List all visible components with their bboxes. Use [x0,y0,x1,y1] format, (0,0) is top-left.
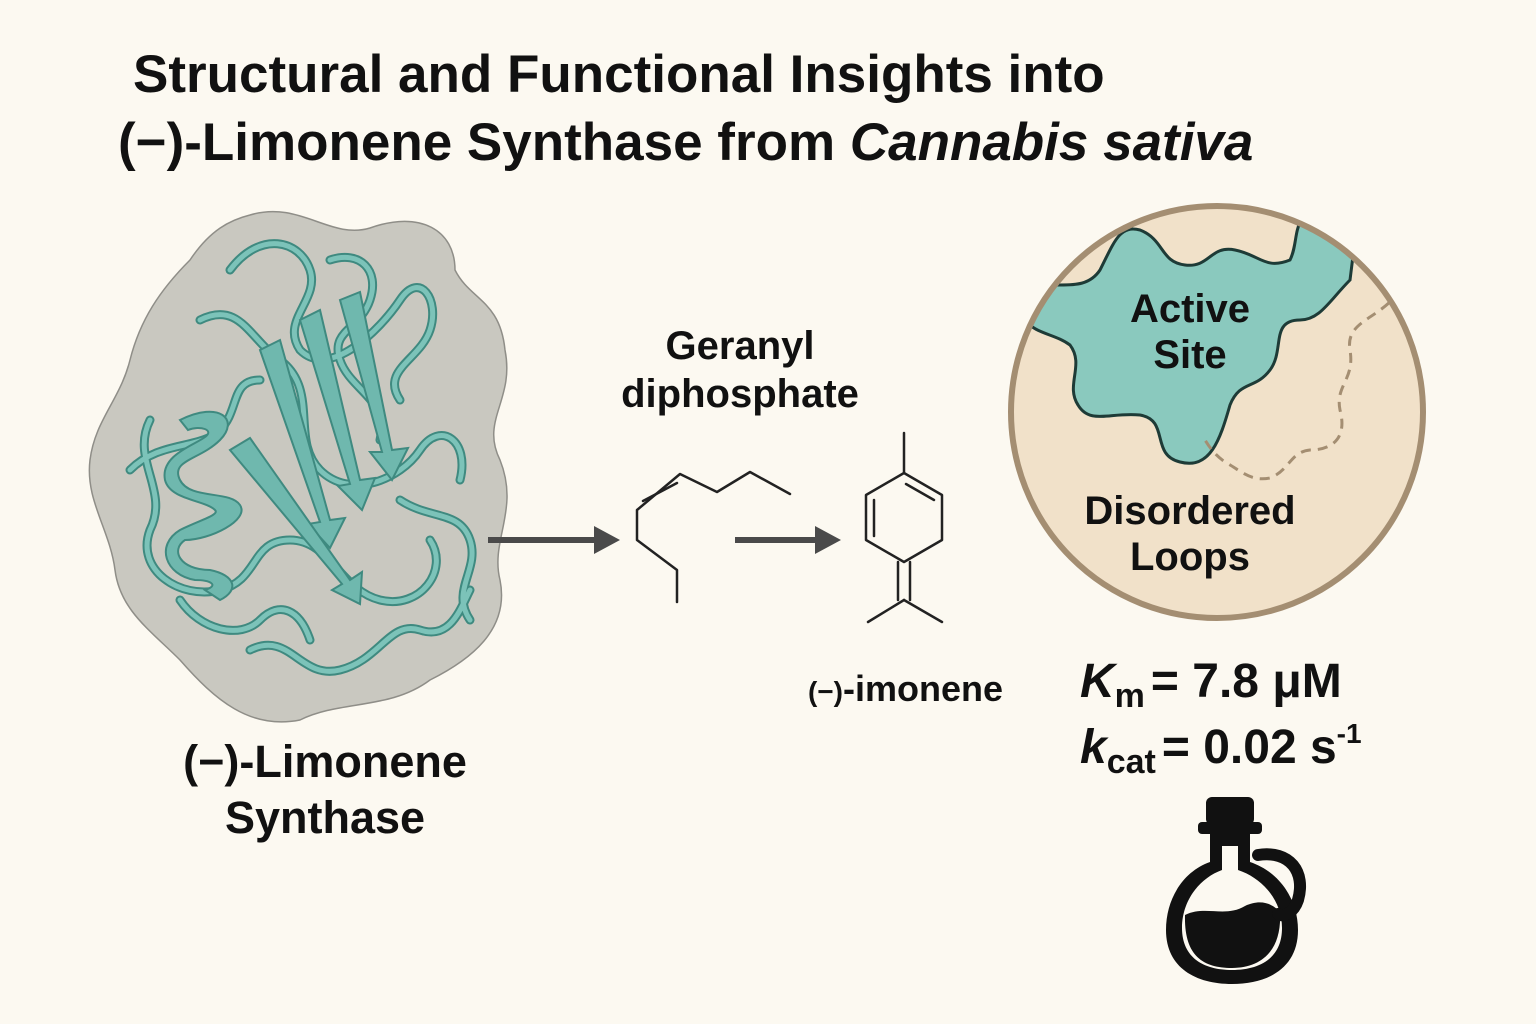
active-site-label-line-1: Active [1129,287,1251,331]
substrate-structure [635,470,792,604]
protein-loops [127,241,475,674]
kcat-number: = 0.02 s [1161,721,1337,774]
disordered-loops-label-line-2: Loops [1130,535,1250,579]
substrate-label-line-1: Geranyl [665,324,815,368]
title-line-1: Structural and Functional Insights into [133,45,1105,104]
km-symbol: K [1080,655,1115,708]
kcat-subscript: cat [1106,743,1156,781]
zoom-circle-border [1008,203,1426,621]
protein-label: (−)-Limonene Synthase [120,734,530,846]
product-label-text: -imonene [843,668,1004,709]
product-label: (−)-imonene [808,668,1003,710]
protein-label-line-2: Synthase [224,792,426,843]
substrate-label: Geranyl diphosphate [590,322,890,418]
active-site-zoom [1008,203,1426,621]
kcat-value: kcat= 0.02 s-1 [1080,718,1362,782]
protein-label-line-1: (−)-Limonene [183,736,467,787]
title-species: Cannabis sativa [849,113,1254,172]
kcat-symbol: k [1080,721,1107,774]
disordered-loops-label-line-1: Disordered [1084,489,1296,533]
title-line-2: (−)-Limonene Synthase from Cannabis sati… [118,112,1536,173]
substrate-label-line-2: diphosphate [621,372,859,416]
active-site-label: Active Site [1080,286,1300,378]
arrow-right-icon [488,526,620,554]
product-structure [864,431,944,624]
arrow-right-icon [735,526,841,554]
km-value: Km= 7.8 μM [1080,654,1342,716]
active-site-label-line-2: Site [1153,333,1227,377]
protein-helix [163,410,243,602]
title-prefix: (−)-Limonene Synthase from [118,113,850,172]
km-subscript: m [1114,677,1145,715]
oil-bottle-icon [1166,797,1306,984]
active-site-pocket [1018,206,1362,465]
protein-structure [88,210,508,723]
protein-beta-strands [228,290,410,606]
kcat-exponent: -1 [1336,718,1362,749]
disordered-loops-label: Disordered Loops [1040,488,1340,580]
disordered-loop [1203,289,1402,481]
product-label-paren: (−) [808,676,843,707]
km-number: = 7.8 μM [1150,655,1342,708]
